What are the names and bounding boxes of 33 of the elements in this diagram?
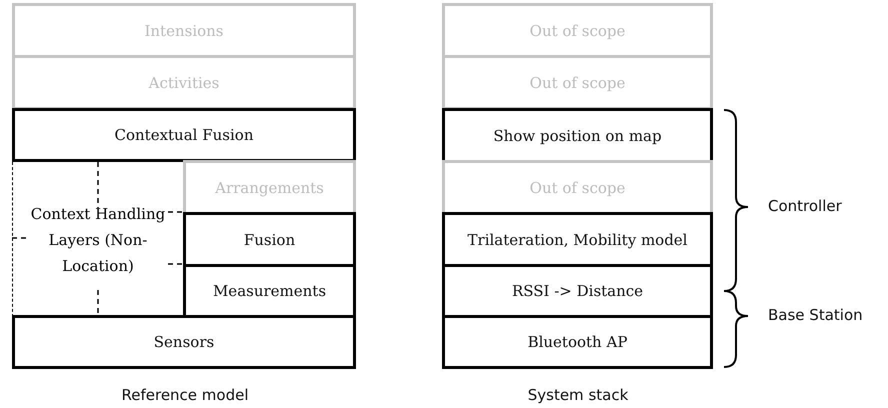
brace-label: Base Station bbox=[768, 306, 863, 324]
layer-label: Out of scope bbox=[530, 178, 626, 196]
layer-label: RSSI -> Distance bbox=[512, 282, 644, 300]
layer-label: Out of scope bbox=[530, 74, 626, 92]
layer-label: Measurements bbox=[212, 282, 326, 300]
layer-label: Sensors bbox=[154, 333, 214, 351]
layer-box bbox=[183, 264, 356, 318]
layer-box bbox=[442, 315, 713, 369]
layer-box bbox=[12, 108, 356, 162]
layer-box bbox=[12, 315, 356, 369]
layer-box bbox=[442, 3, 713, 58]
layer-box bbox=[442, 160, 713, 215]
layer-box bbox=[442, 212, 713, 267]
caption: System stack bbox=[528, 386, 628, 404]
layer-label: Activities bbox=[148, 74, 220, 92]
layer-label: Contextual Fusion bbox=[114, 126, 254, 144]
caption: Reference model bbox=[122, 386, 248, 404]
layer-box bbox=[183, 160, 356, 215]
layer-label: Bluetooth AP bbox=[528, 333, 628, 351]
layer-label: Arrangements bbox=[215, 178, 324, 196]
layer-label: Fusion bbox=[244, 230, 296, 248]
layer-label: Context Handling Layers (Non-Location) bbox=[30, 204, 166, 276]
layer-box bbox=[12, 55, 356, 110]
layer-box bbox=[12, 3, 356, 58]
layer-box bbox=[183, 212, 356, 267]
layer-label: Intensions bbox=[144, 22, 224, 40]
layer-label: Out of scope bbox=[530, 22, 626, 40]
layer-box bbox=[442, 264, 713, 318]
layer-label: Trilateration, Mobility model bbox=[468, 230, 688, 248]
layer-box bbox=[442, 108, 713, 163]
layer-label: Show position on map bbox=[493, 126, 662, 144]
brace-label: Controller bbox=[768, 197, 842, 215]
layer-box bbox=[442, 55, 713, 110]
